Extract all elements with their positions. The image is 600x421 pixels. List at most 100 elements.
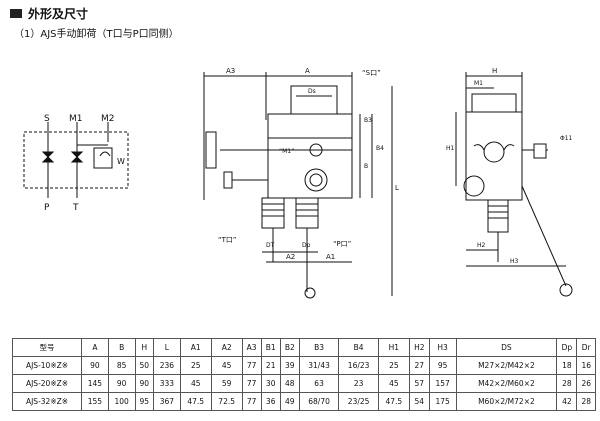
table-cell: 42 — [556, 392, 578, 411]
table-cell: AJS-20※Z※ — [12, 374, 82, 393]
table-header-cell: H3 — [428, 338, 457, 357]
table-header-cell: H1 — [377, 338, 410, 357]
table-header-cell: B1 — [260, 338, 281, 357]
table-cell: 47.5 — [179, 392, 212, 411]
table-cell: 23 — [338, 374, 379, 393]
schematic-label-m2: M2 — [101, 114, 115, 124]
table-cell: 28 — [556, 374, 578, 393]
dim-b: B — [364, 163, 368, 170]
dim-h2: H2 — [477, 242, 486, 249]
table-cell: 72.5 — [210, 392, 243, 411]
table-cell: AJS-10※Z※ — [12, 356, 82, 375]
dim-a: A — [305, 67, 310, 75]
table-header-cell: A2 — [210, 338, 243, 357]
table-cell: 45 — [179, 374, 212, 393]
table-cell: 90 — [134, 374, 154, 393]
table-cell: 45 — [210, 356, 243, 375]
dim-h3: H3 — [510, 258, 519, 265]
table-cell: 157 — [428, 374, 457, 393]
table-cell: 39 — [279, 356, 300, 375]
table-cell: 16/23 — [338, 356, 379, 375]
section-title: 外形及尺寸 — [10, 5, 88, 22]
table-header-cell: L — [152, 338, 181, 357]
table-header-cell: H2 — [408, 338, 430, 357]
dim-a2: A2 — [286, 253, 295, 261]
schematic-label-t: T — [72, 203, 79, 213]
table-cell: 77 — [241, 374, 262, 393]
table-cell: M42×2/M60×2 — [455, 374, 558, 393]
table-cell: AJS-32※Z※ — [12, 392, 82, 411]
dim-ds: Ds — [308, 88, 316, 95]
subtitle: （1）AJS手动卸荷（T口与P口同侧） — [14, 29, 179, 40]
table-cell: M27×2/M42×2 — [455, 356, 558, 375]
table-cell: 47.5 — [377, 392, 410, 411]
table-cell: 90 — [107, 374, 136, 393]
table-cell: 45 — [377, 374, 410, 393]
dim-b4: B4 — [376, 145, 384, 152]
dim-a3: A3 — [226, 67, 235, 75]
table-header-cell: B3 — [298, 338, 340, 357]
table-cell: 95 — [134, 392, 154, 411]
dim-m1: M1 — [474, 80, 483, 87]
dim-l: L — [395, 184, 399, 192]
table-header-cell: Dp — [556, 338, 578, 357]
table-cell: 30 — [260, 374, 281, 393]
table-cell: 59 — [210, 374, 243, 393]
table-cell: 26 — [576, 374, 596, 393]
table-cell: 31/43 — [298, 356, 340, 375]
table-cell: 100 — [107, 392, 136, 411]
table-cell: 49 — [279, 392, 300, 411]
schematic-label-w: W — [117, 157, 125, 166]
table-header-cell: Dr — [576, 338, 596, 357]
table-cell: 68/70 — [298, 392, 340, 411]
title-square-icon — [10, 9, 22, 18]
dim-h1: H1 — [446, 145, 455, 152]
table-header-cell: A3 — [241, 338, 262, 357]
table-cell: 48 — [279, 374, 300, 393]
table-cell: 16 — [576, 356, 596, 375]
dim-h: H — [492, 67, 497, 75]
table-cell: 77 — [241, 356, 262, 375]
table-header-cell: B2 — [279, 338, 300, 357]
table-header-cell: B — [107, 338, 136, 357]
table-header-cell: B4 — [338, 338, 379, 357]
table-header-cell: A — [81, 338, 109, 357]
table-cell: 57 — [408, 374, 430, 393]
table-cell: 63 — [298, 374, 340, 393]
table-cell: 85 — [107, 356, 136, 375]
table-cell: 175 — [428, 392, 457, 411]
table-cell: 36 — [260, 392, 281, 411]
table-cell: 95 — [428, 356, 457, 375]
label-m1-port: “M1” — [279, 148, 294, 155]
schematic-label-s: S — [44, 114, 50, 124]
side-view: H M1 Φ11 H1 H2 H3 — [446, 67, 573, 297]
table-cell: 77 — [241, 392, 262, 411]
dim-dt: DT — [266, 242, 275, 249]
label-t-port: “T口” — [218, 236, 237, 244]
table-cell: 54 — [408, 392, 430, 411]
table-cell: M60×2/M72×2 — [455, 392, 558, 411]
table-cell: 145 — [81, 374, 109, 393]
table-cell: 236 — [152, 356, 181, 375]
table-cell: 25 — [179, 356, 212, 375]
schematic-label-p: P — [44, 203, 50, 213]
table-cell: 23/25 — [338, 392, 379, 411]
table-cell: 21 — [260, 356, 281, 375]
table-header-cell: 型号 — [12, 338, 82, 357]
table-cell: 28 — [576, 392, 596, 411]
table-cell: 367 — [152, 392, 181, 411]
dim-dp: Dp — [302, 242, 311, 249]
label-p-port: “P口” — [333, 240, 351, 248]
dim-a1: A1 — [326, 253, 335, 261]
hydraulic-schematic: S M1 M2 P T W — [23, 114, 129, 213]
table-cell: 50 — [134, 356, 154, 375]
dim-b3: B3 — [364, 117, 372, 124]
schematic-label-m1: M1 — [69, 114, 83, 124]
label-s-port: “S口” — [362, 69, 381, 77]
table-header-cell: H — [134, 338, 154, 357]
front-view: A3 A “S口” Ds “M1” “T口” “P口” DT Dp — [203, 67, 399, 299]
